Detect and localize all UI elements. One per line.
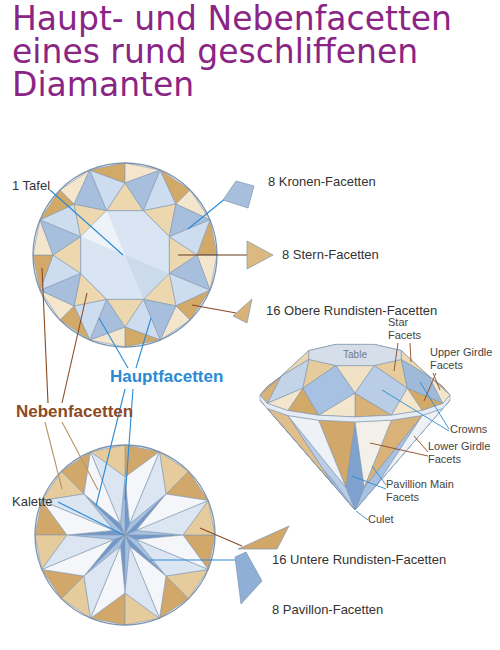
- crown-body: [260, 344, 450, 417]
- girdle-band: [260, 395, 450, 422]
- upper-girdle-sample: [233, 299, 252, 323]
- crown-facet-sample: [223, 181, 254, 208]
- pavilion-bottom-view: [35, 445, 215, 625]
- part-label: 8 Kronen-Facetten: [268, 174, 376, 190]
- part-label: 16 Untere Rundisten-Facetten: [272, 552, 446, 568]
- table-facet: [309, 344, 401, 365]
- leader-line: [136, 318, 151, 368]
- leader-line: [414, 436, 428, 452]
- lower-girdle-facet: [288, 416, 346, 488]
- table-facet: [81, 211, 170, 300]
- leader-line: [433, 373, 440, 390]
- facet-sector: [33, 204, 81, 290]
- table-shade: [81, 211, 125, 255]
- star-facet-sample: [247, 241, 273, 269]
- part-label: Culet: [368, 513, 394, 526]
- part-label: Table: [335, 349, 375, 361]
- leader-line: [382, 390, 449, 431]
- group-label: Nebenfacetten: [16, 402, 133, 422]
- part-label: 8 Pavillon-Facetten: [272, 602, 383, 618]
- leader-line: [424, 373, 436, 401]
- leader-line: [370, 443, 428, 456]
- upper-girdle-facet: [355, 393, 391, 417]
- leader-line: [352, 476, 386, 489]
- table-shade: [125, 255, 169, 299]
- facet-sector: [74, 299, 160, 347]
- part-label: Pavillion Main Facets: [386, 478, 468, 504]
- leader-line: [58, 502, 124, 535]
- lower-girdle-sample: [238, 526, 289, 549]
- leader-line: [42, 268, 48, 403]
- facet-sector: [90, 163, 176, 211]
- facet-sector: [101, 447, 213, 559]
- part-label: Kalette: [12, 494, 52, 510]
- leader-line: [99, 318, 128, 368]
- part-label: Crowns: [450, 423, 487, 436]
- leader-line: [150, 559, 236, 560]
- leader-line: [394, 343, 398, 371]
- leader-line: [372, 466, 386, 485]
- facet-samples: [223, 181, 289, 604]
- leader-line: [188, 198, 226, 229]
- part-label: 16 Obere Rundisten-Facetten: [266, 303, 437, 319]
- leader-line: [192, 305, 236, 313]
- leader-line: [62, 293, 87, 403]
- pavilion-main-facet: [288, 416, 355, 511]
- leader-line: [200, 528, 242, 546]
- leader-line: [410, 343, 411, 362]
- upper-girdle-facet: [319, 393, 355, 417]
- girdle-outline: [35, 445, 215, 625]
- leader-line: [178, 254, 248, 255]
- girdle-disc: [35, 445, 215, 625]
- diagram-title: Haupt- und Nebenfacetten eines rund gesc…: [12, 2, 496, 101]
- leader-line: [45, 422, 62, 489]
- part-label: Star Facets: [388, 316, 430, 342]
- part-label: Lower Girdle Facets: [428, 440, 496, 466]
- lower-girdle-facet: [355, 420, 391, 487]
- part-label: Upper Girdle Facets: [430, 346, 498, 372]
- leader-line: [356, 511, 368, 520]
- leader-line: [50, 190, 123, 255]
- part-label: 8 Stern-Facetten: [282, 247, 379, 263]
- leader-line: [62, 422, 98, 490]
- pavilion-facet-sample: [235, 552, 262, 604]
- group-label: Hauptfacetten: [110, 367, 223, 387]
- part-label: 1 Tafel: [12, 178, 50, 194]
- leader-lines: [42, 190, 449, 560]
